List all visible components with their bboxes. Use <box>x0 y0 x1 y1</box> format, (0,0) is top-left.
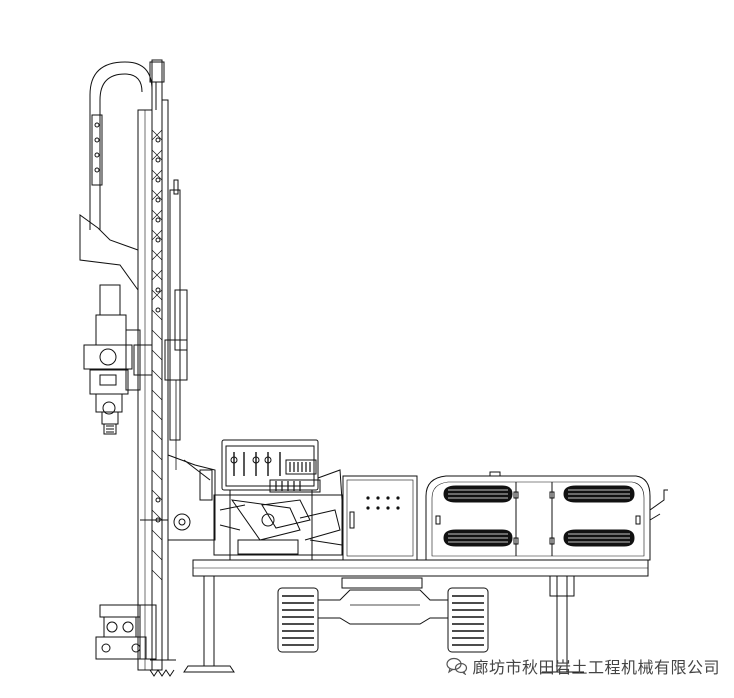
lower-clamp <box>95 604 176 677</box>
control-panel <box>221 439 343 560</box>
watermark: 廊坊市秋田岩土工程机械有限公司 <box>446 654 720 678</box>
mast-pivot <box>140 454 216 541</box>
hood-grille-right-top <box>563 485 635 503</box>
engine-hood <box>425 471 668 561</box>
hood-grille-left-top <box>443 485 513 503</box>
watermark-company-name: 廊坊市秋田岩土工程机械有限公司 <box>472 658 720 677</box>
track-frame <box>318 577 448 625</box>
crawler-track-right <box>447 587 489 653</box>
wechat-icon <box>446 657 468 675</box>
pump-assembly <box>213 494 343 556</box>
hose-guide-loop <box>79 61 153 292</box>
chassis-platform <box>183 559 649 673</box>
crawler-track-left <box>277 587 319 653</box>
rotary-head <box>83 284 153 435</box>
mast-holes <box>155 137 161 523</box>
electrical-cabinet <box>342 475 418 561</box>
hood-grille-right-bottom <box>563 529 635 547</box>
hood-grille-left-bottom <box>443 529 513 547</box>
mast <box>137 59 188 671</box>
mast-lattice <box>151 129 163 581</box>
